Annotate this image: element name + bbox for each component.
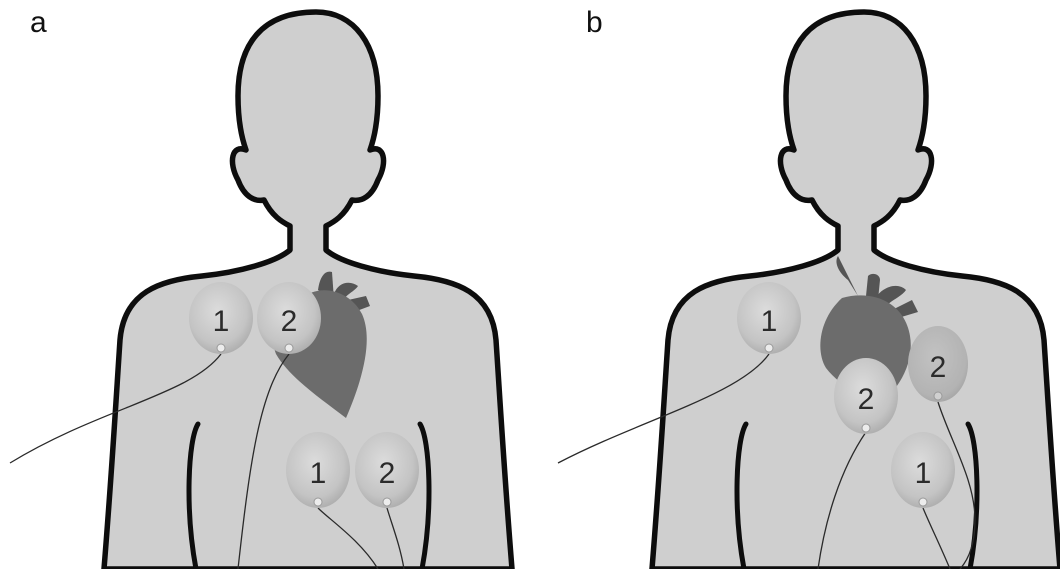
electrode-pad: 2	[908, 326, 968, 402]
electrode-pad: 2	[257, 282, 321, 354]
pad-number-label: 1	[761, 305, 778, 338]
panel-a: 1 2 1 2 a	[10, 6, 512, 569]
pad-number-label: 2	[281, 305, 298, 338]
electrode-pad: 1	[189, 282, 253, 354]
electrode-pad: 1	[737, 282, 801, 354]
panel-b: 1 2 2 1 b	[558, 6, 1060, 569]
electrode-pad: 2	[355, 432, 419, 508]
pad-number-label: 2	[379, 457, 396, 490]
panel-letter-a: a	[30, 6, 47, 39]
electrode-pad: 1	[891, 432, 955, 508]
pad-number-label: 2	[930, 351, 947, 384]
pad-number-label: 2	[858, 383, 875, 416]
electrode-pad: 2	[834, 358, 898, 434]
electrode-pad: 1	[286, 432, 350, 508]
panel-letter-b: b	[586, 6, 603, 39]
pad-number-label: 1	[213, 305, 230, 338]
pad-number-label: 1	[310, 457, 327, 490]
torso-silhouette	[652, 12, 1060, 569]
pad-number-label: 1	[915, 457, 932, 490]
